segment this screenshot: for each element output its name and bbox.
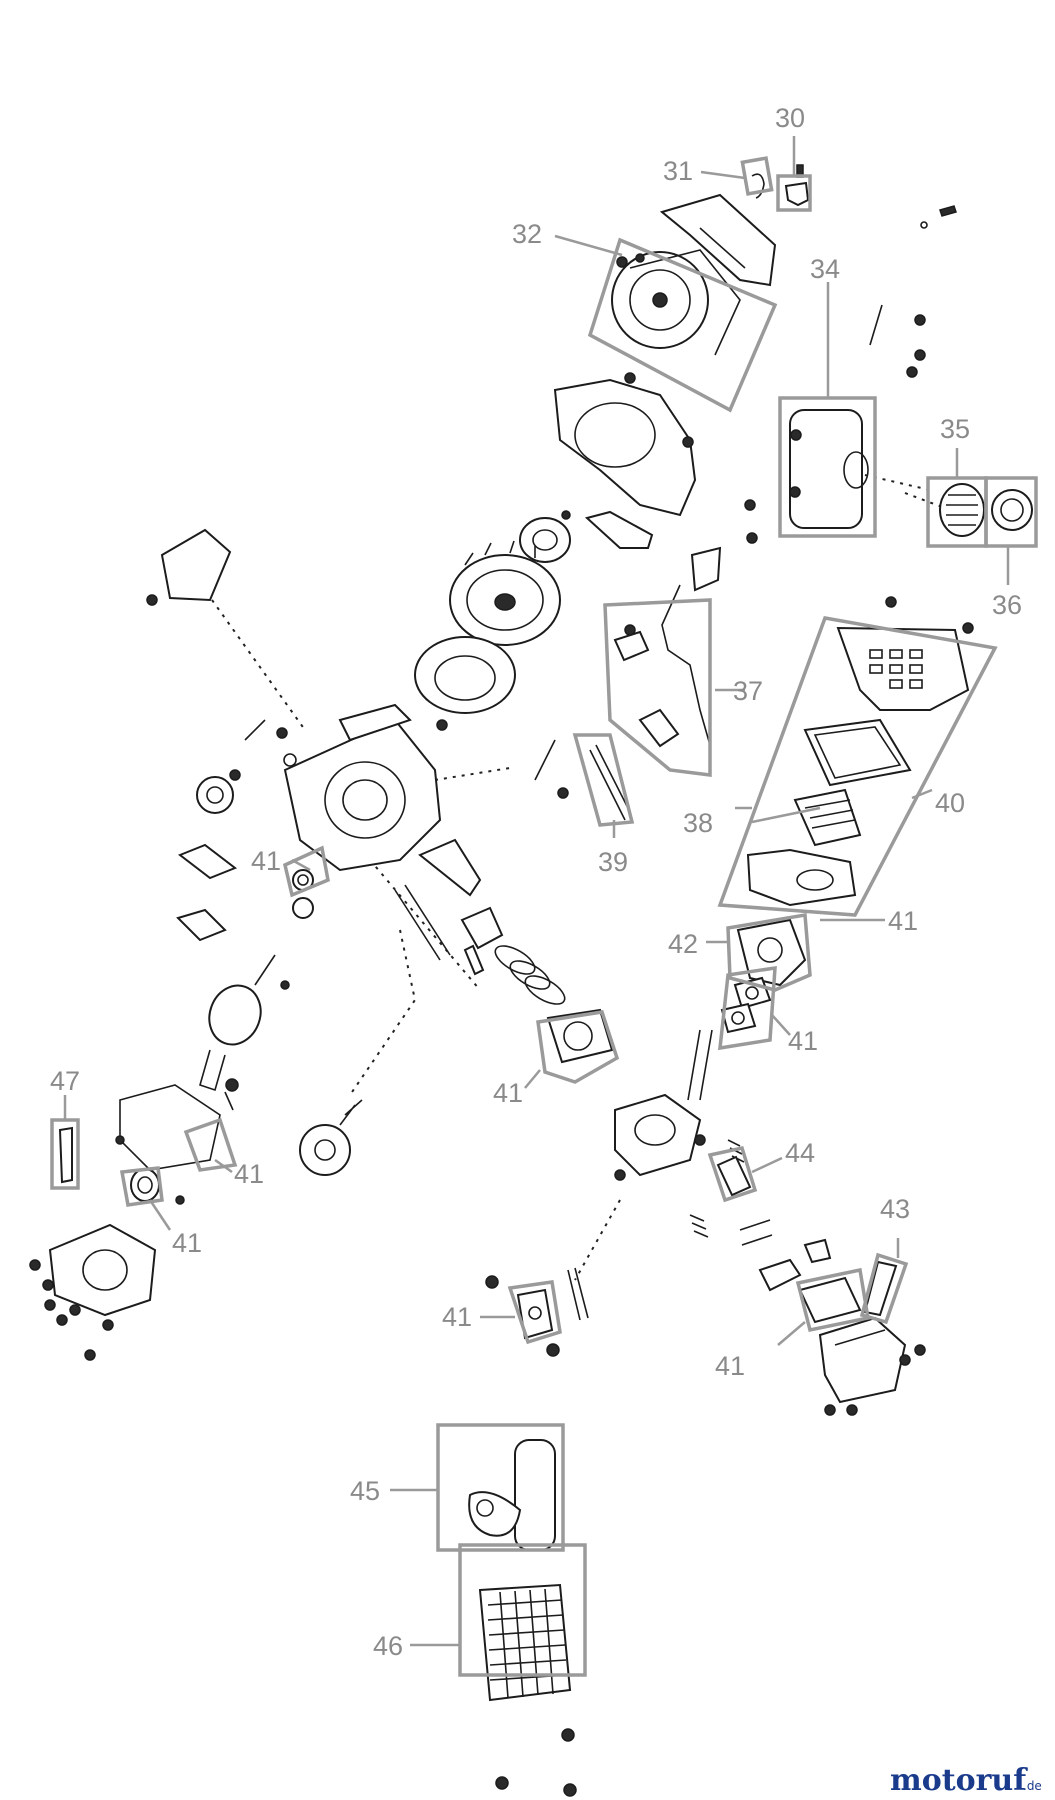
callout-35: 35 bbox=[940, 414, 970, 444]
part-valve-cover bbox=[818, 1316, 926, 1416]
callout-41-carb: 41 bbox=[888, 906, 918, 936]
frame-45 bbox=[436, 1423, 565, 1552]
frame-32 bbox=[587, 237, 778, 413]
part-39-throttle-rod bbox=[534, 739, 631, 821]
part-oil-seal-left bbox=[292, 869, 314, 919]
part-crankcase-cover-gasket bbox=[115, 1084, 221, 1171]
frame-41-valvecover bbox=[795, 1267, 871, 1333]
part-40-filter-element bbox=[803, 718, 912, 787]
frame-41-crankcover bbox=[183, 1117, 238, 1172]
part-46-heat-shield bbox=[478, 1583, 572, 1702]
frame-37 bbox=[603, 598, 712, 777]
callout-47: 47 bbox=[50, 1066, 80, 1096]
callout-41-exhaust: 41 bbox=[442, 1302, 472, 1332]
part-44-valve-springs bbox=[689, 1139, 773, 1246]
callout-30: 30 bbox=[775, 103, 805, 133]
callout-34: 34 bbox=[810, 254, 840, 284]
part-32-recoil-starter bbox=[611, 249, 741, 356]
callout-labels: 30 31 32 34 35 36 37 39 40 38 41 41 42 4… bbox=[50, 103, 1022, 1661]
part-30-screw bbox=[784, 164, 810, 207]
part-exhaust-gasket bbox=[485, 1267, 589, 1357]
part-crankcase-cover bbox=[29, 1223, 157, 1361]
part-piston bbox=[394, 884, 566, 1005]
frame-38 bbox=[717, 616, 998, 917]
callout-41-bearing: 41 bbox=[172, 1228, 202, 1258]
part-37-ignition-lead bbox=[613, 546, 722, 748]
part-45-exhaust-pipe bbox=[468, 1439, 556, 1551]
callout-38: 38 bbox=[683, 808, 713, 838]
frame-41-exhaust bbox=[507, 1280, 562, 1345]
callout-31: 31 bbox=[663, 156, 693, 186]
loose-screws-bottom bbox=[495, 1728, 577, 1797]
frame-44 bbox=[707, 1145, 758, 1203]
callout-44: 44 bbox=[785, 1138, 815, 1168]
callout-37: 37 bbox=[733, 676, 763, 706]
part-long-bolts bbox=[687, 1029, 713, 1101]
frame-41-gasket bbox=[718, 965, 777, 1051]
frame-39 bbox=[572, 733, 635, 827]
frame-41-left bbox=[282, 845, 330, 898]
part-47-dipstick bbox=[58, 1126, 73, 1184]
callout-41-gasket: 41 bbox=[788, 1026, 818, 1056]
callout-43: 43 bbox=[880, 1194, 910, 1224]
part-rocker-arms bbox=[758, 1238, 832, 1292]
part-cylinder-gasket bbox=[546, 1008, 614, 1064]
part-starter-pulley bbox=[519, 510, 571, 563]
part-cylinder-head bbox=[614, 1093, 706, 1181]
callout-41-valvecover: 41 bbox=[715, 1351, 745, 1381]
callout-36: 36 bbox=[992, 590, 1022, 620]
part-43-pushrod bbox=[863, 1260, 898, 1317]
leader-lines bbox=[63, 136, 1010, 1647]
frame-36 bbox=[984, 476, 1038, 548]
part-crankcase bbox=[276, 703, 442, 872]
callout-39: 39 bbox=[598, 847, 628, 877]
callout-46: 46 bbox=[373, 1631, 403, 1661]
part-filter-base bbox=[746, 848, 857, 907]
frame-43 bbox=[859, 1252, 909, 1325]
callout-42: 42 bbox=[668, 929, 698, 959]
frame-41-cyl bbox=[536, 1010, 620, 1084]
part-flywheel bbox=[449, 540, 561, 646]
callout-frames bbox=[50, 156, 1038, 1677]
part-35-filter bbox=[939, 483, 985, 537]
frame-41-bearing bbox=[119, 1166, 164, 1207]
watermark-tld: .de bbox=[1023, 1779, 1042, 1793]
part-42-carburettor bbox=[736, 918, 807, 987]
callout-45: 45 bbox=[350, 1476, 380, 1506]
frame-42 bbox=[726, 912, 812, 992]
part-magneto bbox=[414, 636, 516, 731]
part-camshaft bbox=[299, 1099, 363, 1176]
part-fan-housing bbox=[553, 372, 697, 517]
part-38-air-filter-housing bbox=[836, 596, 974, 711]
frame-31 bbox=[740, 156, 774, 196]
part-governor-lever bbox=[176, 843, 238, 942]
part-housing-gasket bbox=[584, 510, 654, 549]
loose-screws-right bbox=[744, 205, 957, 544]
part-36-filter-cap bbox=[991, 489, 1033, 531]
callout-41-crankcover: 41 bbox=[234, 1159, 264, 1189]
callout-41-left: 41 bbox=[251, 846, 281, 876]
part-valve-cover-gasket bbox=[798, 1276, 862, 1324]
part-top-cover bbox=[659, 193, 777, 287]
part-34-muffler bbox=[789, 409, 869, 529]
watermark-brand: motoruf bbox=[890, 1763, 1028, 1798]
callout-41-cyl: 41 bbox=[493, 1078, 523, 1108]
callout-40: 40 bbox=[935, 788, 965, 818]
part-filter-grid bbox=[793, 788, 862, 847]
part-crankshaft bbox=[199, 954, 290, 1111]
part-connecting-rod bbox=[418, 838, 482, 897]
frame-46 bbox=[458, 1543, 587, 1677]
part-31-clip bbox=[751, 173, 765, 199]
part-cover-top-left bbox=[146, 528, 232, 606]
callout-32: 32 bbox=[512, 219, 542, 249]
watermark: motoruf .de bbox=[890, 1763, 1042, 1798]
part-governor-gear bbox=[196, 719, 266, 814]
